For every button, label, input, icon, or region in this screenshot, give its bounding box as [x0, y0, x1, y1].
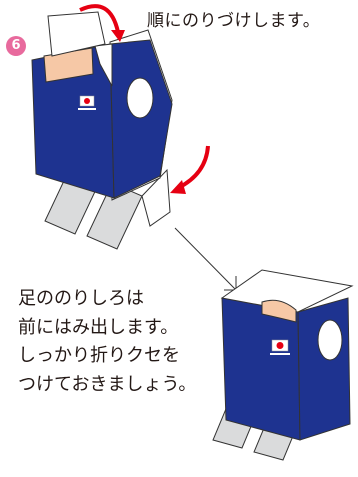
figure2-body-side: [297, 297, 351, 441]
flag-circle-icon: [84, 98, 90, 104]
figure-folding: [31, 4, 210, 250]
connector-arrow-icon: [174, 227, 237, 291]
instruction-line: つけておきましょう。: [18, 373, 197, 395]
fold-arrow-side-icon: [177, 145, 210, 190]
flag-circle-icon: [276, 342, 284, 349]
instruction-line: 前にはみ出します。: [18, 316, 179, 338]
figure2-face: [261, 299, 297, 323]
fold-arrow-top-head-icon: [111, 30, 125, 42]
figure1-head-flap: [47, 11, 106, 57]
figure2-label-bar: [270, 353, 290, 355]
figure1-body-side: [109, 39, 173, 199]
instruction-line: しっかり折りクセを: [18, 345, 180, 366]
figure1-collar: [94, 43, 113, 87]
fold-arrow-top-icon: [79, 4, 120, 33]
fold-arrow-side-head-icon: [170, 180, 186, 194]
instruction-line: 足ののりしろは: [18, 288, 144, 309]
figure2-sleeve: [317, 319, 343, 361]
figure1-right-leg: [86, 182, 143, 250]
figure1-label-bar: [78, 108, 96, 110]
instruction-text: 足ののりしろは 前にはみ出します。 しっかり折りクセを つけておきましょう。: [18, 285, 218, 399]
step-number-badge: 6: [6, 36, 26, 56]
top-caption: 順にのりづけします。: [147, 11, 321, 31]
figure-finished: [212, 269, 354, 461]
figure1-sleeve: [126, 77, 154, 119]
